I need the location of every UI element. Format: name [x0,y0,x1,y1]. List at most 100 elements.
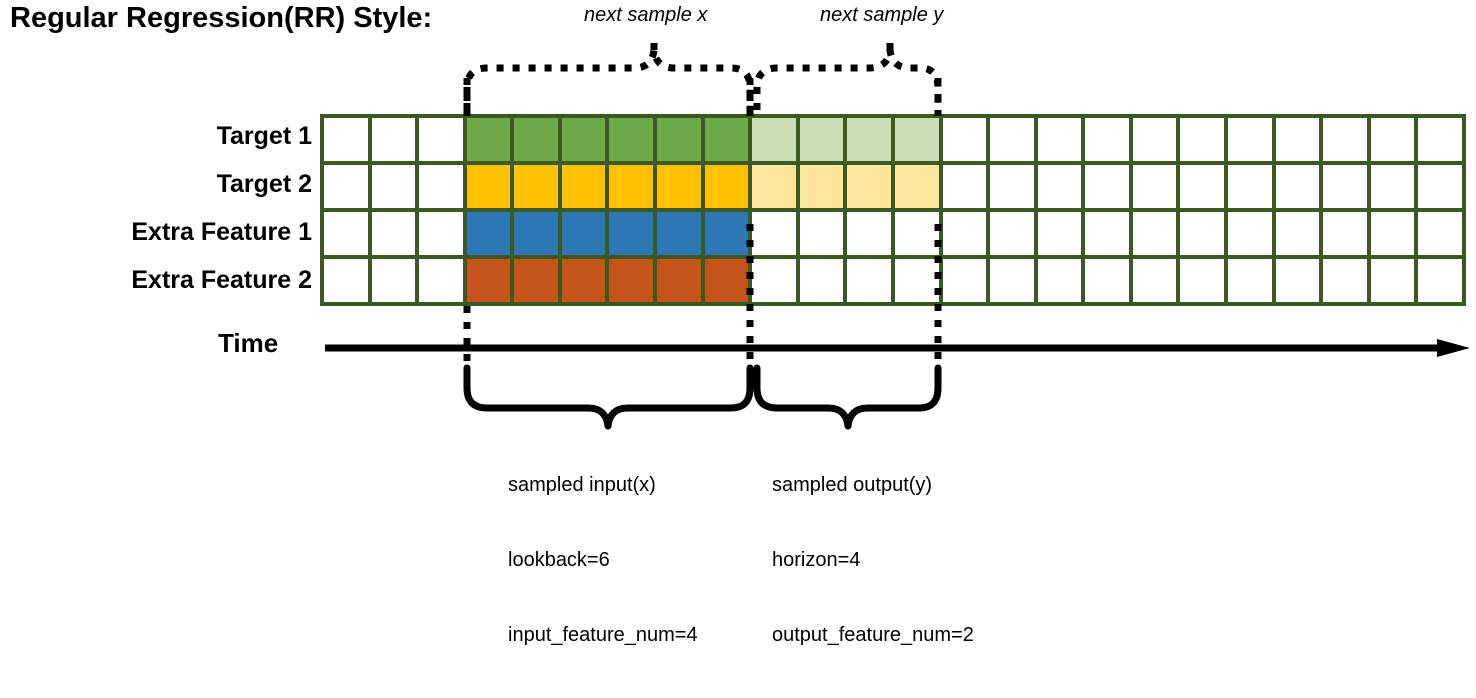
grid-cell [1370,259,1415,302]
grid-cell [657,259,701,302]
diagram-canvas: Regular Regression(RR) Style: next sampl… [0,2,1470,646]
grid-cell [894,212,939,255]
grid-cell [419,212,463,255]
grid-cell [1132,212,1177,255]
grid-cell [942,165,987,208]
grid-cell [1037,212,1082,255]
grid-cell [466,259,511,302]
grid-cell [1227,165,1272,208]
caption-output-line-2: horizon=4 [772,549,861,571]
grid-cell [1323,118,1367,161]
grid-cell [1418,118,1462,161]
grid-cell [752,259,796,302]
grid-cell [324,259,368,302]
annotation-next-sample-x: next sample x [584,4,708,26]
grid-cell [1227,212,1272,255]
grid-cell [609,212,654,255]
grid-cell [657,212,701,255]
grid-cell [1180,165,1224,208]
grid-cell [514,259,558,302]
grid-cell [1037,165,1082,208]
grid-cell [1132,165,1177,208]
page-title: Regular Regression(RR) Style: [10,2,433,34]
grid-cell [324,212,368,255]
grid-cell [847,259,891,302]
grid-cell [990,212,1034,255]
grid-cell [1085,212,1129,255]
grid-cell [609,118,654,161]
grid-cell [847,118,891,161]
row-label-target-1: Target 1 [216,122,312,150]
grid-cell [894,259,939,302]
grid-cell [1370,118,1415,161]
grid-cell [1037,118,1082,161]
grid-cell [1037,259,1082,302]
grid-cell [1180,259,1224,302]
grid-cell [514,118,558,161]
caption-output-line-1: sampled output(y) [772,474,933,496]
grid-cell [466,165,511,208]
row-label-extra-feature-1: Extra Feature 1 [131,218,312,246]
grid-cell [894,118,939,161]
grid-cell [704,165,749,208]
grid-cell [514,165,558,208]
grid-cell [1227,259,1272,302]
row-label-extra-feature-2: Extra Feature 2 [131,266,312,294]
row-label-target-2: Target 2 [216,170,312,198]
brace-sampled-input [463,364,754,430]
grid-cell [1323,165,1367,208]
grid-cell [847,165,891,208]
grid-cell [847,212,891,255]
grid-cell [704,259,749,302]
grid-cell [942,118,987,161]
grid-cell [1275,212,1320,255]
grid-cell [752,118,796,161]
grid-cell [704,118,749,161]
caption-input-line-2: lookback=6 [508,549,610,571]
grid-cell [561,212,606,255]
grid-cell [1323,259,1367,302]
grid-cell [419,259,463,302]
grid-cell [1275,118,1320,161]
grid-cell [894,165,939,208]
grid-cell [990,118,1034,161]
grid-cell [514,212,558,255]
caption-input-line-3: input_feature_num=4 [508,624,698,646]
row-label-column: Target 1 Target 2 Extra Feature 1 Extra … [0,116,312,306]
caption-sampled-output: sampled output(y) horizon=4 output_featu… [772,423,974,698]
grid-cell [466,212,511,255]
brace-sampled-output [753,364,942,430]
grid-cell [704,212,749,255]
grid-cell [324,118,368,161]
grid-cell [419,118,463,161]
caption-sampled-input: sampled input(x) lookback=6 input_featur… [508,423,698,698]
grid-row-extra-feature-1 [324,212,1462,255]
grid-cell [371,259,416,302]
grid-cell [752,165,796,208]
grid-cell [1418,212,1462,255]
grid-cell [799,259,844,302]
grid-cell [1180,118,1224,161]
caption-output-line-3: output_feature_num=2 [772,624,974,646]
grid-cell [371,118,416,161]
grid-cell [990,165,1034,208]
grid-cell [466,118,511,161]
grid-cell [1085,165,1129,208]
grid-cell [609,165,654,208]
grid-cell [752,212,796,255]
grid-cell [371,165,416,208]
grid-cell [942,259,987,302]
grid-row-target-1 [324,118,1462,161]
grid-cell [609,259,654,302]
grid-cell [324,165,368,208]
grid-cell [1180,212,1224,255]
grid-cell [561,165,606,208]
grid-cell [990,259,1034,302]
grid-row-extra-feature-2 [324,259,1462,302]
grid-cell [1085,118,1129,161]
grid-cell [561,259,606,302]
grid-cell [1275,259,1320,302]
grid-cell [1323,212,1367,255]
grid-cell [1275,165,1320,208]
grid-cell [371,212,416,255]
